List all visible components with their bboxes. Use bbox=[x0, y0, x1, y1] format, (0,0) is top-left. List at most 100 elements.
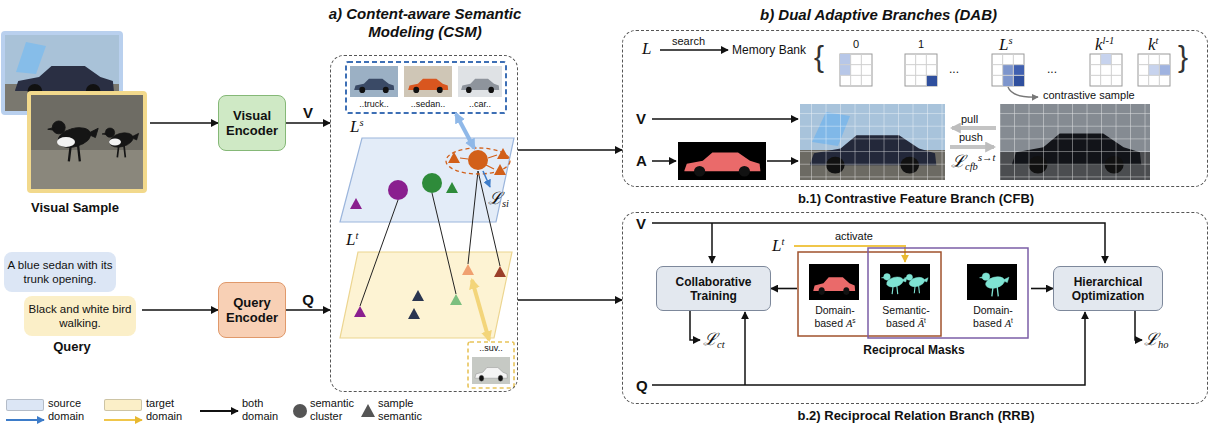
text-part: A bbox=[846, 318, 852, 329]
cluster-symbols bbox=[462, 264, 474, 275]
memory-bank bbox=[840, 54, 851, 65]
node-text: Visual Encoder bbox=[221, 108, 283, 138]
bird-photo bbox=[109, 139, 121, 146]
brace: { bbox=[814, 40, 824, 74]
csm-thumbnails bbox=[458, 66, 502, 97]
cluster-symbols bbox=[350, 198, 362, 209]
cluster-symbols bbox=[354, 306, 366, 317]
node-text: A blue sedan with its trunk opening. bbox=[6, 258, 114, 286]
semantic-links bbox=[360, 200, 398, 306]
connector-arrow bbox=[142, 309, 218, 311]
mask-group: Reciprocal MasksDomain-based AsSemantic-… bbox=[797, 247, 1031, 361]
legend-text: sample semantic bbox=[378, 397, 434, 423]
text-part: si bbox=[502, 198, 509, 209]
cluster-symbols bbox=[494, 266, 506, 277]
connector-arrow bbox=[518, 299, 622, 301]
visual-sample-group: Visual Sample bbox=[0, 30, 150, 222]
text-part: cfb bbox=[965, 161, 978, 172]
loss-symbol: ℒho bbox=[1144, 330, 1169, 350]
memory-bank bbox=[660, 49, 728, 51]
cluster-symbols bbox=[468, 150, 488, 170]
cluster-symbols bbox=[448, 152, 460, 163]
legend-symbols bbox=[293, 404, 307, 418]
text-part: A bbox=[1005, 318, 1011, 329]
text-part: t bbox=[781, 236, 784, 247]
legend-text: source domain bbox=[48, 397, 98, 423]
memory-bank bbox=[1090, 54, 1122, 86]
cluster-symbols bbox=[408, 308, 420, 319]
legend-symbols bbox=[361, 404, 375, 417]
memory-bank bbox=[1159, 65, 1170, 76]
image-caption: ..sedan.. bbox=[404, 99, 452, 110]
connector-arrow bbox=[771, 288, 797, 290]
memory-bank bbox=[1138, 54, 1170, 86]
csm-thumbnails bbox=[350, 66, 398, 97]
text-part: ℒ bbox=[703, 330, 717, 349]
arrow-label: search bbox=[672, 35, 705, 48]
text-part: s bbox=[359, 117, 363, 128]
math-symbol: Lt bbox=[346, 230, 358, 250]
memory-bank bbox=[1149, 65, 1160, 76]
edge-label: V bbox=[301, 104, 315, 121]
text-part: L bbox=[346, 230, 355, 249]
process-box: Hierarchical Optimization bbox=[1053, 266, 1163, 311]
cluster-symbols bbox=[468, 342, 514, 388]
node-text: Domain-based As bbox=[805, 304, 865, 330]
text-part: k bbox=[1095, 35, 1103, 54]
text-part: ℒ bbox=[951, 152, 965, 171]
cfb-images bbox=[684, 153, 760, 177]
text-part: t bbox=[355, 230, 358, 241]
connector-arrow bbox=[518, 149, 622, 151]
cfb-images bbox=[767, 160, 798, 162]
connector-arrow bbox=[150, 122, 218, 124]
image-caption: ..suv.. bbox=[468, 343, 514, 354]
memory-bank bbox=[905, 54, 937, 86]
cluster-symbols bbox=[412, 290, 424, 301]
text-part: t bbox=[924, 317, 926, 324]
memory-bank bbox=[1138, 54, 1170, 86]
csm-thumbnails bbox=[461, 79, 499, 93]
cfb-images bbox=[678, 142, 766, 180]
cfb-images bbox=[952, 126, 996, 130]
text-part: t bbox=[1156, 35, 1159, 46]
rrb-wires bbox=[711, 223, 713, 263]
node-text: Reciprocal Masks bbox=[797, 343, 1031, 357]
text-part: L bbox=[772, 236, 781, 255]
semantic-bands bbox=[340, 138, 514, 222]
bird-photo bbox=[48, 121, 98, 161]
legend-item: target domain bbox=[104, 397, 105, 398]
legend-text: both domain bbox=[242, 397, 288, 423]
bird-photo bbox=[29, 93, 145, 191]
query-group: Query A blue sedan with its trunk opening… bbox=[2, 248, 142, 352]
memory-bank bbox=[1003, 65, 1014, 76]
legend-swatch bbox=[6, 399, 44, 411]
rrb-wires bbox=[652, 223, 1105, 263]
node-text: b.1) Contrastive Feature Branch (CFB) bbox=[623, 191, 1209, 206]
cfb-images bbox=[652, 160, 676, 162]
node-text: Query bbox=[2, 339, 142, 354]
text-part: ho bbox=[1158, 339, 1169, 350]
text-part: ℒ bbox=[488, 189, 502, 208]
input-symbol: A bbox=[636, 152, 647, 169]
car-photo bbox=[16, 42, 46, 74]
cluster-symbols bbox=[350, 114, 514, 388]
rrb-panel: b.2) Reciprocal Relation Branch (RRB)Col… bbox=[622, 212, 1208, 404]
text-part: s bbox=[852, 317, 855, 324]
input-symbol: Q bbox=[636, 377, 648, 394]
ellipsis: ... bbox=[949, 62, 959, 76]
memory-bank bbox=[905, 54, 937, 86]
memory-bank bbox=[1013, 75, 1024, 86]
process-box: Collaborative Training bbox=[656, 266, 771, 311]
loss-symbol: ℒct bbox=[703, 330, 725, 350]
cluster-symbols bbox=[475, 368, 507, 382]
cluster-symbols bbox=[472, 357, 510, 384]
cluster-symbols bbox=[497, 148, 509, 159]
cluster-symbols bbox=[456, 114, 474, 148]
rrb-wires bbox=[798, 252, 941, 336]
mask-images bbox=[809, 264, 1017, 300]
legend-item: semantic cluster bbox=[294, 397, 295, 398]
csm-thumbnails bbox=[346, 62, 506, 113]
connector-arrow bbox=[286, 122, 330, 124]
